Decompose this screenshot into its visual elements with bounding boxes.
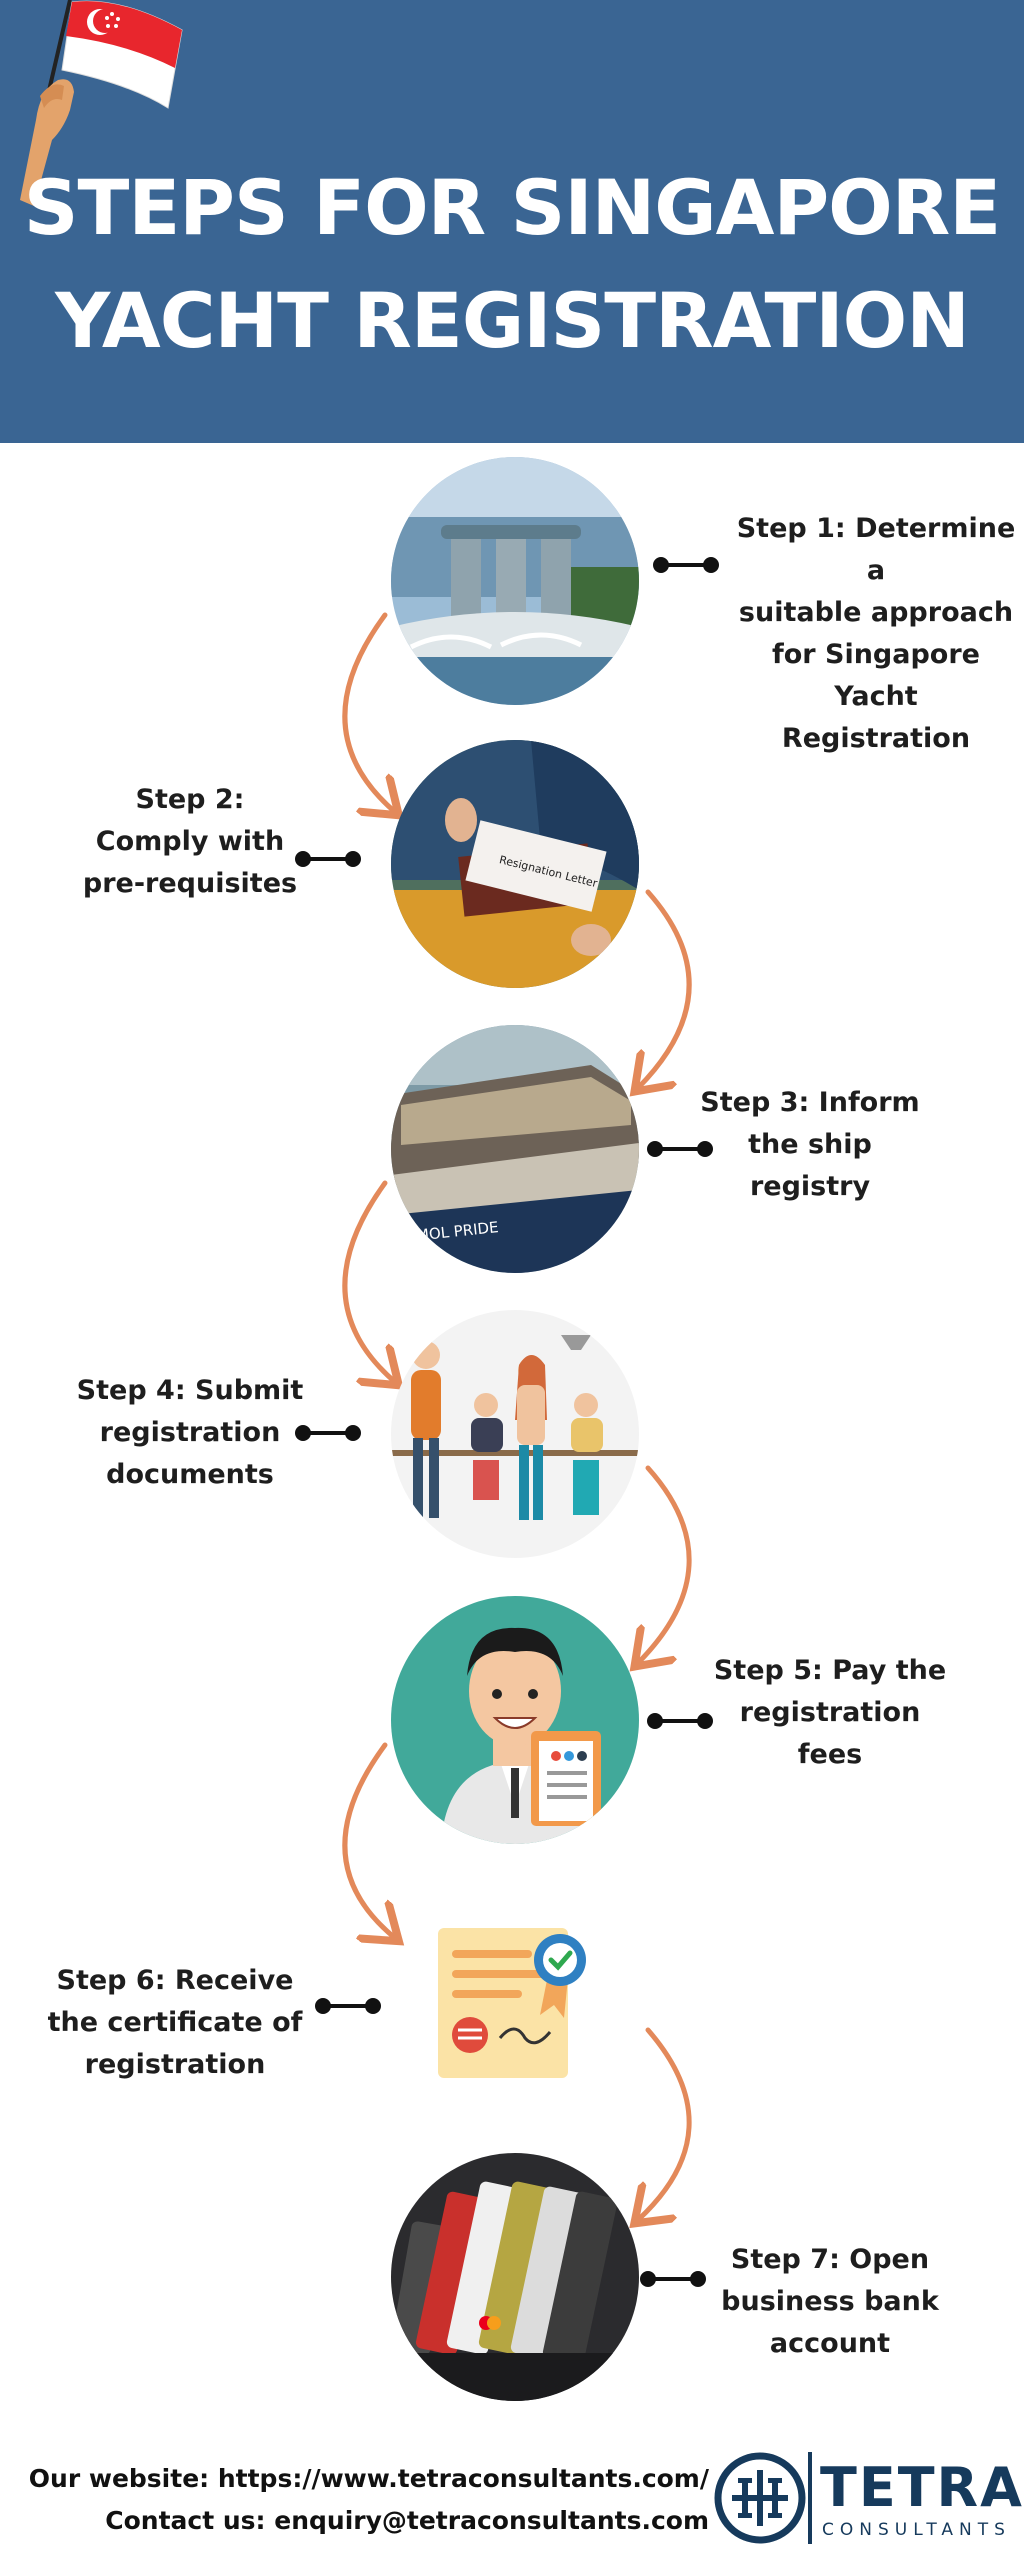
resignation-letter-photo: Resignation Letter: [391, 740, 639, 988]
tetra-logo-icon: [714, 2452, 806, 2544]
logo-name: TETRA: [820, 2456, 1024, 2519]
arrow-2-to-3: [638, 889, 692, 1088]
header-banner: STEPS FOR SINGAPORE YACHT REGISTRATION: [0, 0, 1024, 443]
page-title-line2: YACHT REGISTRATION: [55, 276, 970, 365]
step-2-image: Resignation Letter: [391, 740, 639, 988]
step-7-connector: [640, 2270, 706, 2288]
singapore-flag-hand-icon: [0, 0, 200, 210]
step-5-connector: [647, 1712, 713, 1730]
step-6-image: [430, 1920, 600, 2090]
certificate-icon: [438, 1928, 586, 2078]
arrow-5-to-6: [342, 1742, 395, 1938]
team-illustration: [391, 1310, 639, 1558]
step-3-connector: [647, 1140, 713, 1158]
step-6-connector: [315, 1997, 381, 2015]
step-7-image: [391, 2153, 639, 2401]
arrow-3-to-4: [342, 1180, 395, 1382]
step-1-label: Step 1: Determine a suitable approach fo…: [736, 513, 1016, 754]
step-5-label: Step 5: Pay the registration fees: [713, 1655, 947, 1770]
businessman-clipboard-illustration: [391, 1596, 639, 1844]
step-3-label: Step 3: Inform the ship registry: [700, 1087, 920, 1202]
step-7-label: Step 7: Open business bank account: [721, 2244, 939, 2359]
step-3-image: MOL PRIDE: [391, 1025, 639, 1273]
step-4-image: [391, 1310, 639, 1558]
logo-subtitle: CONSULTANTS: [822, 2520, 1011, 2540]
ship-photo: MOL PRIDE: [391, 1025, 639, 1273]
step-5-image: [391, 1596, 639, 1844]
step-4-connector: [295, 1424, 361, 1442]
step-4-label: Step 4: Submit registration documents: [76, 1375, 304, 1490]
step-2-label: Step 2: Comply with pre-requisites: [82, 784, 298, 899]
footer-website[interactable]: Our website: https://www.tetraconsultant…: [28, 2464, 709, 2493]
arrow-6-to-7: [638, 2027, 692, 2220]
page-title-line1: STEPS FOR SINGAPORE: [23, 163, 1001, 252]
logo-divider: [808, 2452, 812, 2544]
step-1-image: [391, 457, 639, 705]
footer-contact[interactable]: Contact us: enquiry@tetraconsultants.com: [105, 2506, 709, 2535]
arrow-1-to-2: [342, 612, 395, 812]
step-6-label: Step 6: Receive the certificate of regis…: [47, 1965, 303, 2080]
step-2-connector: [295, 850, 361, 868]
marina-bay-photo: [391, 457, 639, 705]
arrow-4-to-5: [638, 1465, 692, 1663]
credit-cards-photo: [391, 2153, 639, 2401]
step-1-connector: [653, 556, 719, 574]
